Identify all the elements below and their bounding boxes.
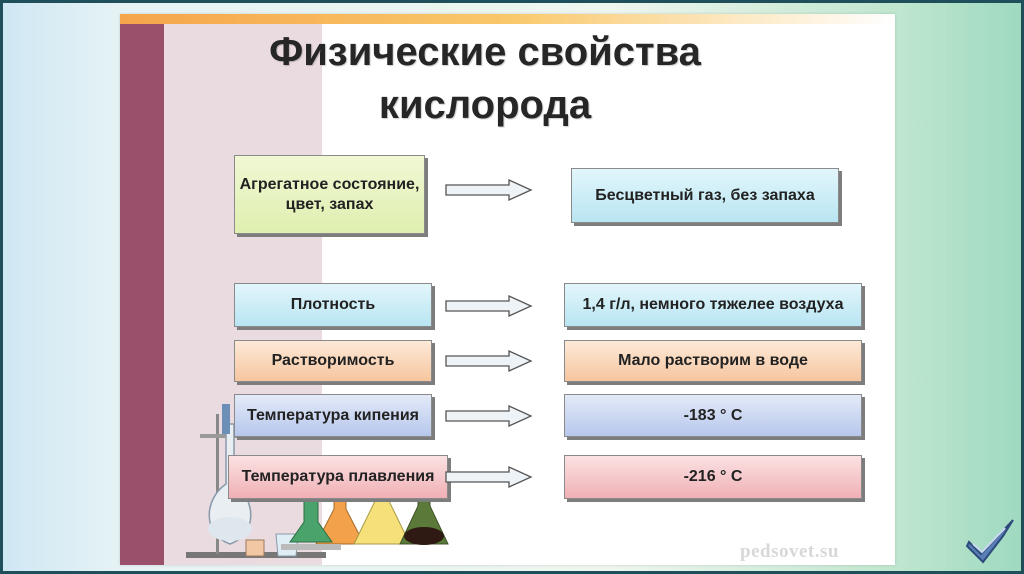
right-arrow-icon bbox=[445, 179, 533, 201]
right-arrow-icon bbox=[445, 466, 533, 488]
value-box-state: Бесцветный газ, без запаха bbox=[571, 168, 839, 223]
page-title: Физические свойства кислорода bbox=[269, 30, 701, 127]
property-box-solubility: Растворимость bbox=[234, 340, 432, 382]
right-arrow-icon bbox=[445, 405, 533, 427]
value-box-boiling: -183 ° С bbox=[564, 394, 862, 437]
right-arrow-icon bbox=[445, 295, 533, 317]
value-box-density: 1,4 г/л, немного тяжелее воздуха bbox=[564, 283, 862, 327]
value-box-solubility: Мало растворим в воде bbox=[564, 340, 862, 382]
checkmark-icon[interactable] bbox=[965, 516, 1017, 564]
value-box-melting: -216 ° С bbox=[564, 455, 862, 499]
property-box-melting: Температура плавления bbox=[228, 455, 448, 499]
left-stripe bbox=[120, 24, 164, 565]
right-arrow-icon bbox=[445, 350, 533, 372]
property-box-boiling: Температура кипения bbox=[234, 394, 432, 437]
watermark: pedsovet.su bbox=[740, 541, 839, 562]
slide: Физические свойства кислорода Агрегатное… bbox=[120, 14, 895, 565]
property-box-density: Плотность bbox=[234, 283, 432, 327]
property-box-state: Агрегатное состояние, цвет, запах bbox=[234, 155, 425, 234]
top-accent-bar bbox=[120, 14, 895, 24]
